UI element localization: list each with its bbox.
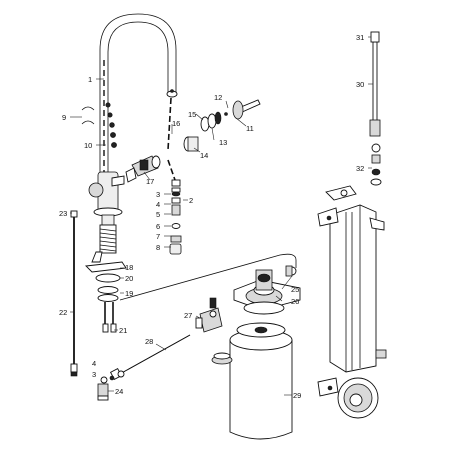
wall-rail — [317, 204, 385, 373]
long-supply-hose — [70, 210, 78, 377]
rail-clip-bottom — [317, 349, 387, 397]
callout-12: 12 — [214, 93, 222, 102]
callout-4-lower: 4 — [92, 359, 96, 368]
callout-14: 14 — [200, 151, 208, 160]
rail-bracket-top — [325, 185, 357, 201]
filter-cartridge — [229, 322, 293, 440]
callout-17: 17 — [146, 177, 154, 186]
callout-7: 7 — [156, 232, 160, 241]
faucet-base — [88, 171, 125, 226]
callout-8: 8 — [156, 243, 160, 252]
callout-6: 6 — [156, 222, 160, 231]
clip-parts — [81, 106, 95, 125]
callout-9: 9 — [62, 113, 66, 122]
callout-29: 29 — [293, 391, 301, 400]
callout-19: 19 — [125, 289, 133, 298]
connector-fittings — [97, 370, 125, 401]
callout-16: 16 — [172, 119, 180, 128]
callout-27: 27 — [184, 311, 192, 320]
faucet-spout-arch — [99, 13, 178, 185]
callout-15: 15 — [188, 110, 196, 119]
callout-10: 10 — [84, 141, 92, 150]
callout-32: 32 — [356, 164, 364, 173]
round-plate — [337, 377, 379, 419]
callout-3: 3 — [156, 190, 160, 199]
callout-21: 21 — [119, 326, 127, 335]
callout-24: 24 — [115, 387, 123, 396]
callout-2: 2 — [189, 196, 193, 205]
small-fittings — [370, 143, 382, 186]
callout-30: 30 — [356, 80, 364, 89]
callout-1: 1 — [88, 75, 92, 84]
callout-31: 31 — [356, 33, 364, 42]
callout-labels: 1 2 3 4 5 6 7 8 9 10 11 12 13 14 15 16 1… — [59, 33, 364, 400]
elbow-fitting — [285, 265, 297, 277]
callout-3-lower: 3 — [92, 370, 96, 379]
mounting-nut — [95, 273, 121, 302]
hose-weight-beads — [105, 102, 117, 148]
callout-22: 22 — [59, 308, 67, 317]
cartridge-parts — [183, 111, 228, 152]
callout-11: 11 — [246, 124, 254, 133]
connection-line — [119, 253, 297, 301]
callout-4: 4 — [156, 200, 160, 209]
callout-23: 23 — [59, 209, 67, 218]
callout-26: 26 — [291, 297, 299, 306]
handle-lever — [232, 99, 261, 120]
threaded-shank — [99, 224, 117, 254]
hose-dashes-right — [167, 97, 176, 181]
spray-head — [125, 155, 161, 183]
supply-rods — [102, 302, 117, 333]
callout-13: 13 — [219, 138, 227, 147]
callout-20: 20 — [125, 274, 133, 283]
callout-18: 18 — [125, 263, 133, 272]
leader-lines — [70, 36, 373, 396]
angle-valve — [195, 297, 223, 333]
callout-5: 5 — [156, 210, 160, 219]
mounting-bracket — [85, 251, 127, 273]
hose-fittings-stack — [169, 179, 182, 255]
callout-25: 25 — [291, 285, 299, 294]
filter-cap — [211, 352, 233, 365]
callout-28: 28 — [145, 337, 153, 346]
